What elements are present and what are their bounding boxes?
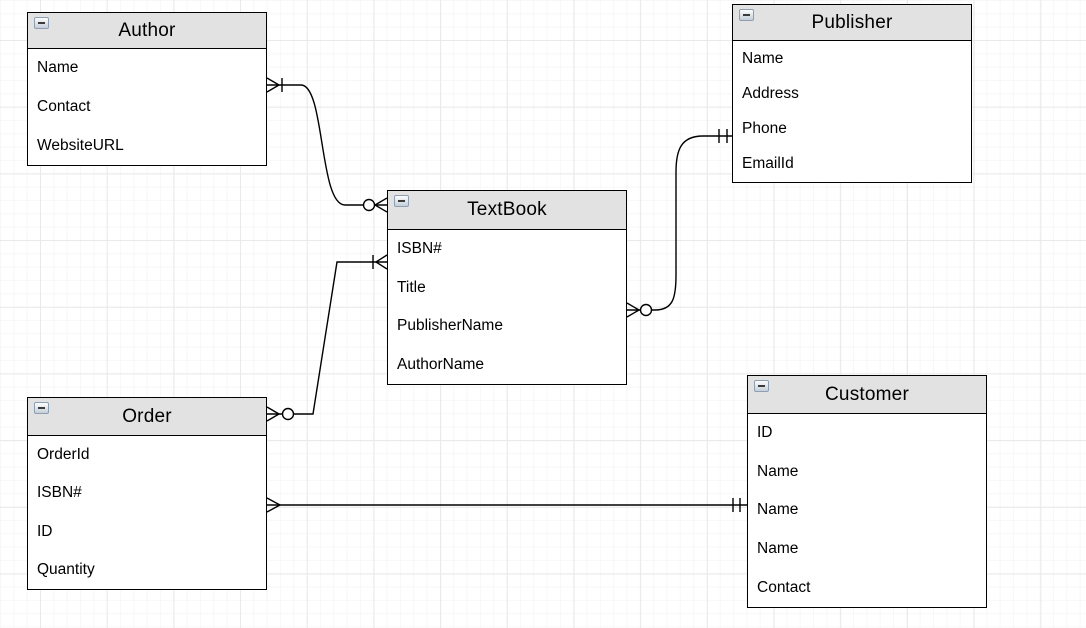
entity-title: Publisher xyxy=(811,11,893,33)
field-label: Contact xyxy=(757,578,811,596)
entity-field-row[interactable]: Quantity xyxy=(28,551,266,589)
entity-field-row[interactable]: Phone xyxy=(733,112,971,147)
field-label: Title xyxy=(397,278,426,296)
entity-title: Author xyxy=(118,19,176,41)
minus-glyph xyxy=(38,22,45,24)
field-label: Phone xyxy=(742,120,787,138)
field-label: ID xyxy=(37,522,53,540)
connector-order-textbook[interactable] xyxy=(266,254,388,422)
field-label: Name xyxy=(757,462,799,480)
field-label: Name xyxy=(37,59,79,77)
collapse-icon[interactable] xyxy=(739,9,754,21)
entity-field-row[interactable]: PublisherName xyxy=(388,307,626,346)
field-label: Name xyxy=(757,501,799,519)
minus-glyph xyxy=(38,407,45,409)
field-label: EmailId xyxy=(742,155,794,173)
entity-field-row[interactable]: ID xyxy=(748,414,986,453)
entity-field-row[interactable]: Name xyxy=(748,453,986,492)
collapse-icon[interactable] xyxy=(34,402,49,414)
field-label: OrderId xyxy=(37,446,90,464)
entity-field-row[interactable]: ISBN# xyxy=(28,474,266,512)
field-label: WebsiteURL xyxy=(37,136,124,154)
entity-header-textbook[interactable]: TextBook xyxy=(388,191,626,230)
entity-field-row[interactable]: ISBN# xyxy=(388,230,626,269)
minus-glyph xyxy=(758,385,765,387)
collapse-icon[interactable] xyxy=(394,195,409,207)
entity-header-author[interactable]: Author xyxy=(28,13,266,49)
minus-glyph xyxy=(398,200,405,202)
entity-field-row[interactable]: EmailId xyxy=(733,147,971,182)
entity-header-order[interactable]: Order xyxy=(28,398,266,436)
field-label: ISBN# xyxy=(37,484,82,502)
entity-field-row[interactable]: Name xyxy=(733,41,971,76)
entity-field-row[interactable]: Contact xyxy=(748,568,986,607)
field-label: Name xyxy=(742,49,784,67)
field-label: Contact xyxy=(37,98,91,115)
entity-header-customer[interactable]: Customer xyxy=(748,376,986,414)
field-label: Address xyxy=(742,84,799,102)
entity-header-publisher[interactable]: Publisher xyxy=(733,5,971,41)
entity-field-row[interactable]: Title xyxy=(388,269,626,308)
entity-title: Order xyxy=(122,405,172,427)
connector-author-textbook[interactable] xyxy=(266,77,388,213)
collapse-icon[interactable] xyxy=(34,17,49,29)
entity-field-row[interactable]: Name xyxy=(748,491,986,530)
connector-order-customer[interactable] xyxy=(266,497,747,513)
field-label: Name xyxy=(757,540,799,558)
field-label: Quantity xyxy=(37,560,95,578)
entity-field-row[interactable]: Address xyxy=(733,76,971,111)
entity-field-row[interactable]: Name xyxy=(28,49,266,88)
entity-field-row[interactable]: WebsiteURL xyxy=(28,126,266,165)
entity-field-row[interactable]: ID xyxy=(28,513,266,551)
entity-title: Customer xyxy=(825,383,909,405)
collapse-icon[interactable] xyxy=(754,380,769,392)
entity-field-row[interactable]: Name xyxy=(748,530,986,569)
minus-glyph xyxy=(743,14,750,16)
field-label: PublisherName xyxy=(397,317,503,335)
connector-textbook-publisher[interactable] xyxy=(626,129,732,318)
entity-field-row[interactable]: OrderId xyxy=(28,436,266,474)
entity-field-row[interactable]: Contact xyxy=(28,88,266,127)
field-label: AuthorName xyxy=(397,355,485,373)
field-label: ID xyxy=(757,424,773,442)
entity-field-row[interactable]: AuthorName xyxy=(388,346,626,385)
entity-title: TextBook xyxy=(467,199,547,220)
field-label: ISBN# xyxy=(397,240,442,258)
